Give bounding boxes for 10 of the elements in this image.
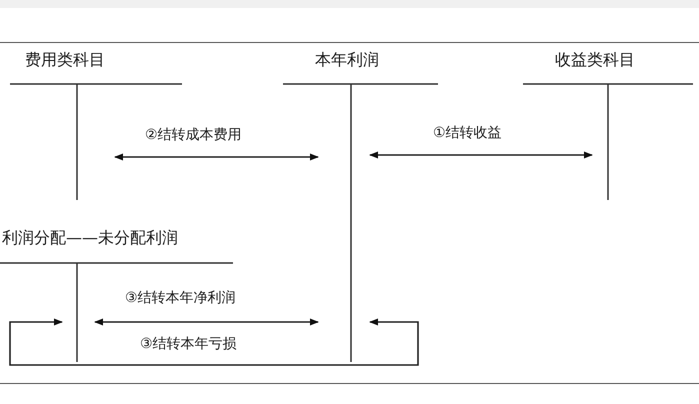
- account-title: 费用类科目: [25, 50, 105, 70]
- account-title: 利润分配——未分配利润: [2, 228, 178, 248]
- account-title: 本年利润: [315, 50, 379, 70]
- edge-label: ①结转收益: [431, 124, 504, 142]
- arrow: [369, 151, 593, 159]
- arrow: [94, 318, 319, 326]
- note-text: ③结转本年亏损: [138, 335, 239, 353]
- arrow: [114, 153, 319, 161]
- account-title: 收益类科目: [555, 50, 635, 70]
- arrow: [9, 318, 419, 366]
